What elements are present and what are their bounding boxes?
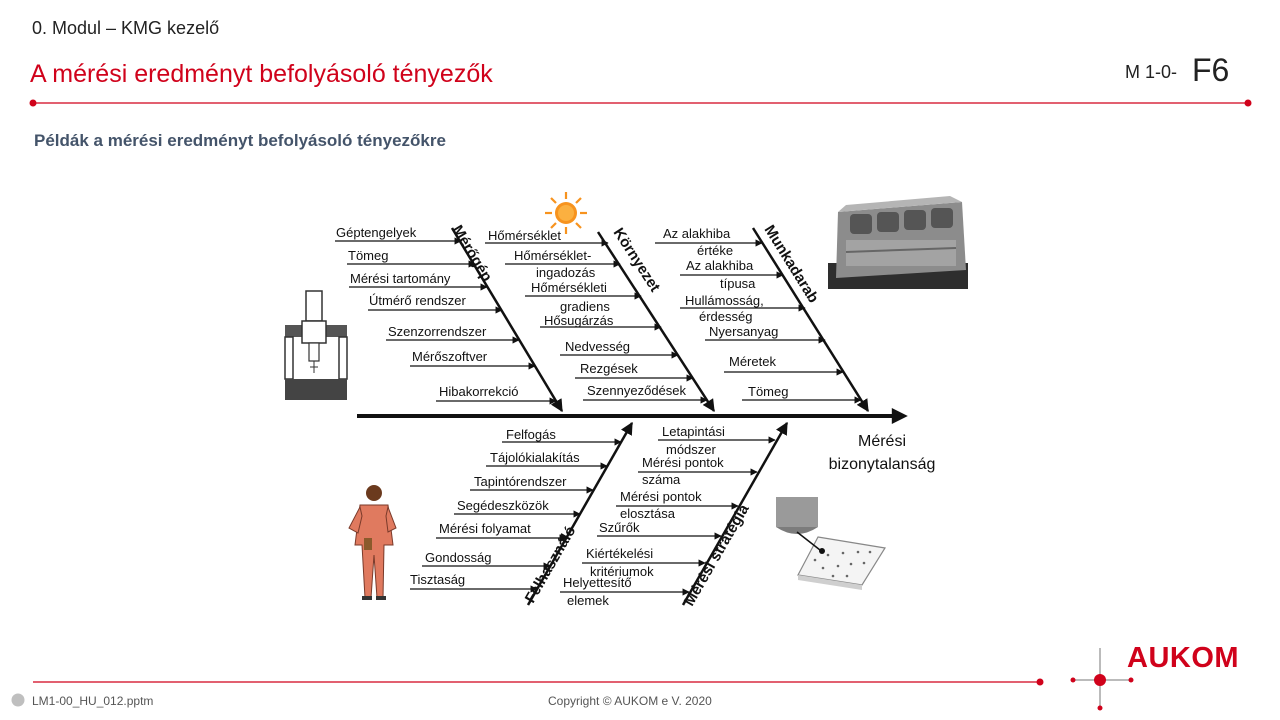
cause-label: száma: [642, 472, 681, 487]
cause-label: módszer: [666, 442, 717, 457]
slide-code-prefix: M 1-0-: [1125, 62, 1178, 82]
page-title: A mérési eredményt befolyásoló tényezők: [30, 60, 493, 88]
footer-bullet-icon: [11, 693, 25, 707]
cause-label: Mérési folyamat: [439, 521, 531, 536]
cause-label: Hőmérséklet: [488, 228, 561, 243]
cause-label: elosztása: [620, 506, 676, 521]
cause-label: Mérési tartomány: [350, 271, 451, 286]
cause-label: Hullámosság,: [685, 293, 764, 308]
cause-label: gradiens: [560, 299, 610, 314]
cmm-machine-icon: [284, 290, 348, 400]
cause-label: Hőmérsékleti: [531, 280, 607, 295]
cause-label: Tömeg: [748, 384, 788, 399]
cause-label: Szenzorrendszer: [388, 324, 487, 339]
effect-label-line2: bizonytalanság: [829, 456, 936, 473]
cause-label: ingadozás: [536, 265, 596, 280]
cause-label: Nyersanyag: [709, 324, 778, 339]
cause-label: Felfogás: [506, 427, 556, 442]
engine-block-icon: [828, 196, 968, 289]
header-rule-dot-right: [1244, 99, 1252, 107]
cause-label: elemek: [567, 593, 609, 608]
cause-label: Szennyeződések: [587, 383, 687, 398]
cause-label: Szűrők: [599, 520, 640, 535]
cause-label: Segédeszközök: [457, 498, 549, 513]
cause-label: Hibakorrekció: [439, 384, 518, 399]
cause-label: Tapintórendszer: [474, 474, 567, 489]
module-label: 0. Modul – KMG kezelő: [32, 18, 220, 38]
cause-label: Az alakhiba: [686, 258, 754, 273]
cause-label: Mérési pontok: [642, 455, 724, 470]
bone-meroge: [450, 227, 564, 413]
bone-meresi-strategia: [681, 421, 789, 606]
cause-label: Tájolókialakítás: [490, 450, 580, 465]
category-kornyezet: Környezet: [610, 225, 664, 295]
cause-label: értéke: [697, 243, 733, 258]
probe-surface-icon: [776, 497, 886, 590]
footer-copyright: Copyright © AUKOM e V. 2020: [548, 694, 712, 708]
cause-label: Mérőszoftver: [412, 349, 488, 364]
category-munkadarab: Munkadarab: [761, 222, 822, 306]
cause-label: Az alakhiba: [663, 226, 731, 241]
cause-label: Rezgések: [580, 361, 638, 376]
footer-file-name: LM1-00_HU_012.pptm: [32, 694, 154, 708]
cause-label: Útmérő rendszer: [369, 293, 466, 308]
cause-label: Tömeg: [348, 248, 388, 263]
slide-code: F6: [1192, 52, 1230, 88]
cause-label: Méretek: [729, 354, 776, 369]
header-rule-dot-left: [29, 99, 37, 107]
cause-label: Hősugárzás: [544, 313, 614, 328]
cause-label: Tisztaság: [410, 572, 465, 587]
cause-label: Géptengelyek: [336, 225, 417, 240]
cause-label: Letapintási: [662, 424, 725, 439]
cause-label: kritériumok: [590, 564, 654, 579]
cause-label: Gondosság: [425, 550, 492, 565]
effect-label-line1: Mérési: [858, 433, 906, 450]
sun-icon: [545, 192, 587, 234]
cause-label: típusa: [720, 276, 756, 291]
bone-munkadarab: [751, 227, 870, 413]
cause-label: érdesség: [699, 309, 752, 324]
brand-logo-text: AUKOM: [1127, 642, 1240, 674]
cause-label: Kiértékelési: [586, 546, 653, 561]
cause-label: Helyettesítő: [563, 575, 632, 590]
slide-subtitle: Példák a mérési eredményt befolyásoló té…: [34, 131, 446, 150]
operator-icon: [348, 485, 397, 600]
category-meresi-strategia: Mérési stratégia: [681, 501, 753, 609]
aukom-logo-icon: [1070, 648, 1134, 711]
cause-label: Nedvesség: [565, 339, 630, 354]
cause-label: Hőmérséklet-: [514, 248, 591, 263]
cause-label: Mérési pontok: [620, 489, 702, 504]
footer-rule-dot: [1036, 678, 1044, 686]
